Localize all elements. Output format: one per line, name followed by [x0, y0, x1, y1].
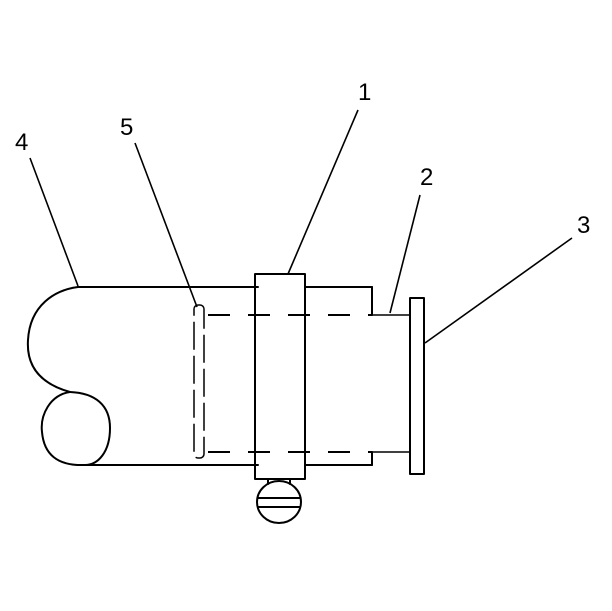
leader-2 — [389, 194, 421, 314]
clamp — [254, 273, 373, 524]
callout-leaders — [29, 109, 573, 344]
flange — [409, 297, 425, 475]
alignment-mark — [193, 304, 205, 459]
callout-1: 1 — [358, 79, 371, 106]
hose-end-curl — [69, 391, 111, 466]
callout-labels: 1 2 3 4 5 — [15, 79, 590, 239]
pipe-stub — [372, 314, 410, 453]
leader-1 — [287, 109, 359, 275]
clamp-screw-head — [256, 480, 302, 524]
leader-3 — [424, 237, 573, 344]
leader-5 — [134, 142, 198, 308]
callout-2: 2 — [420, 164, 433, 191]
hose — [26, 286, 259, 467]
hose-outline — [26, 286, 259, 467]
hidden-pipe — [208, 314, 372, 453]
callout-4: 4 — [15, 129, 28, 156]
callout-3: 3 — [577, 212, 590, 239]
clamp-band — [254, 273, 306, 480]
alignment-mark-body — [193, 304, 205, 459]
leader-4 — [29, 157, 79, 287]
flange-plate — [409, 297, 425, 475]
callout-5: 5 — [120, 114, 133, 141]
